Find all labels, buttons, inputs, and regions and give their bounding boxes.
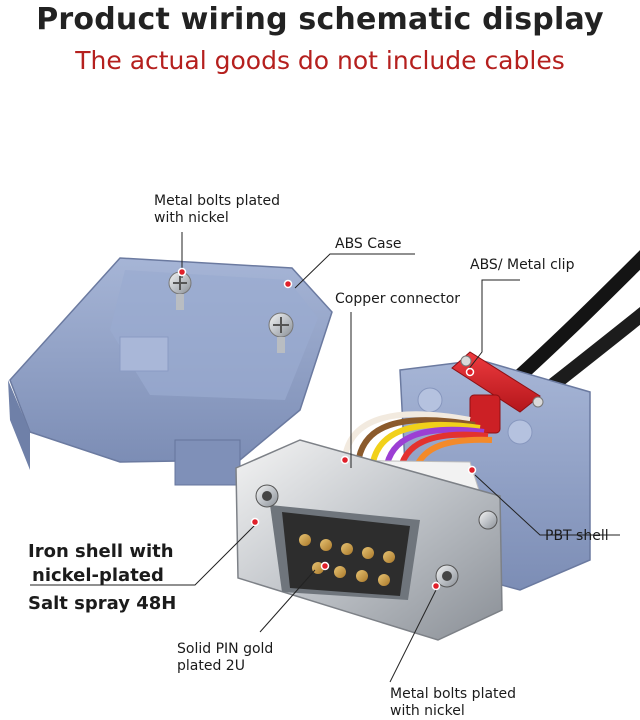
- callout-bolts-bottom: Metal bolts plated with nickel: [390, 686, 516, 720]
- marker-dot-iron: [250, 517, 260, 527]
- marker-dot-clip: [465, 367, 475, 377]
- callout-copper-connector: Copper connector: [335, 291, 461, 307]
- callout-iron-line3: Salt spray 48H: [28, 593, 177, 614]
- flange-bolt-left: [255, 484, 279, 508]
- case-bolt-right: [268, 312, 294, 353]
- callout-abs-case: ABS Case: [335, 236, 402, 252]
- callout-pin-line2: plated 2U: [177, 658, 245, 674]
- housing-bolt-right: [478, 510, 498, 530]
- page-subtitle: The actual goods do not include cables: [75, 46, 565, 75]
- callout-iron-line1: Iron shell with: [28, 541, 174, 562]
- callout-solid-pin: Solid PIN gold plated 2U: [177, 641, 273, 675]
- callout-pin-line1: Solid PIN gold: [177, 641, 274, 657]
- flange-bolt-right: [435, 564, 459, 588]
- callout-bolts-top-line1: Metal bolts plated: [154, 193, 281, 209]
- marker-dot-abs-case: [283, 279, 293, 289]
- case-bolt-left: [168, 271, 192, 310]
- marker-dot-copper: [340, 455, 350, 465]
- callout-bolts-top: Metal bolts plated with nickel: [154, 193, 280, 227]
- callout-bolts-top-line2: with nickel: [154, 210, 229, 226]
- abs-metal-clip: [451, 351, 544, 434]
- marker-dot-pin: [320, 561, 330, 571]
- abs-case-top: [8, 257, 333, 486]
- callout-abs-metal-clip: ABS/ Metal clip: [470, 257, 575, 273]
- callout-iron-shell: Iron shell with nickel-plated Salt spray…: [28, 540, 176, 616]
- marker-dots: [177, 267, 477, 591]
- callout-bolts-bottom-line1: Metal bolts plated: [390, 686, 517, 702]
- marker-dot-bolt-top: [177, 267, 187, 277]
- marker-dot-pbt: [467, 465, 477, 475]
- marker-dot-bolt-bottom: [431, 581, 441, 591]
- callout-pbt-shell: PBT shell: [545, 528, 609, 544]
- page-title: Product wiring schematic display: [36, 2, 604, 37]
- callout-iron-line2: nickel-plated: [32, 565, 164, 586]
- leader-lines: [30, 232, 620, 683]
- callout-bolts-bottom-line2: with nickel: [390, 703, 465, 719]
